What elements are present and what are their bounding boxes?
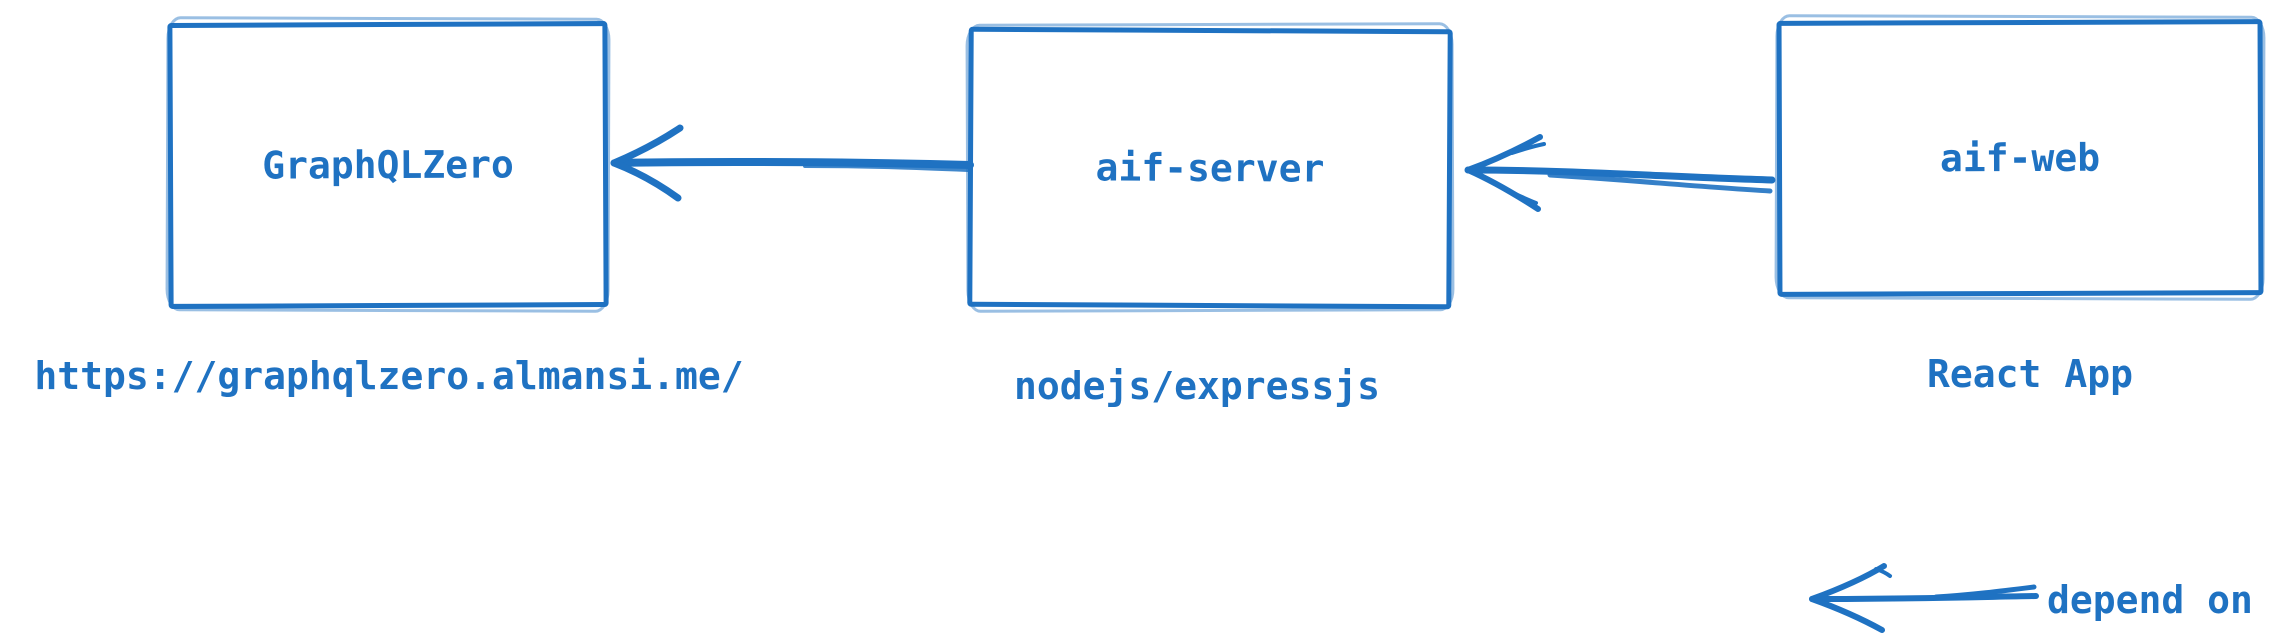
node-aif-server-caption: nodejs/expressjs xyxy=(1013,364,1381,408)
legend: depend on xyxy=(1790,550,2283,637)
node-aif-server-label: aif-server xyxy=(1095,145,1325,191)
node-aif-server: aif-server xyxy=(967,26,1453,310)
node-graphqlzero-caption: https://graphqlzero.almansi.me/ xyxy=(34,354,744,398)
node-aif-web-caption: React App xyxy=(1927,352,2133,396)
node-graphqlzero-label: GraphQLZero xyxy=(262,142,514,188)
arrow-aif-web-to-aif-server-icon xyxy=(1464,134,1776,212)
arrow-aif-server-to-graphqlzero-icon xyxy=(610,124,974,202)
depend-on-arrow-icon xyxy=(1809,563,2039,633)
node-aif-web-label: aif-web xyxy=(1939,135,2101,181)
node-aif-web: aif-web xyxy=(1776,19,2264,297)
node-graphqlzero: GraphQLZero xyxy=(167,21,609,309)
legend-label: depend on xyxy=(2047,578,2253,622)
